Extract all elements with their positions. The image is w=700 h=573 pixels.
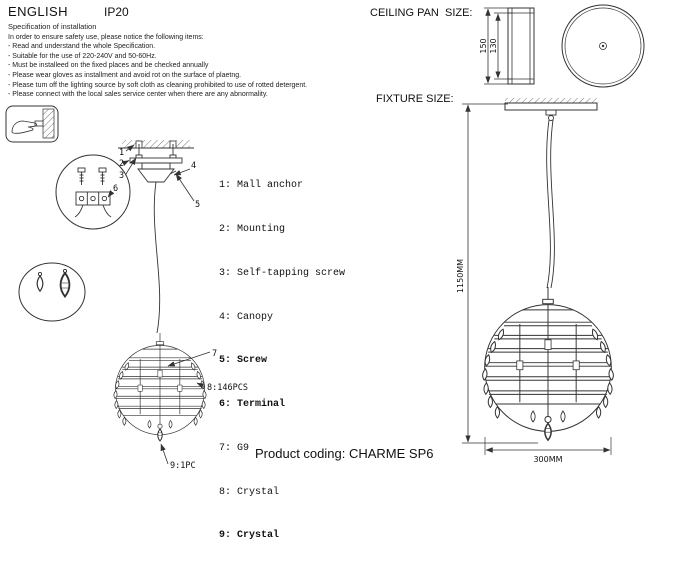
crystal-detail (18, 262, 86, 322)
callout-1: 1 (119, 148, 124, 158)
assembly-diagram: 1 2 3 4 5 6 7 8:146PCS 9:1PC (5, 105, 248, 471)
pan-side-view (507, 7, 535, 85)
ceiling-pan-drawing: 150 130 (479, 4, 645, 88)
callout-6: 6 (113, 184, 118, 194)
suspension-wire (546, 119, 551, 289)
crystal-qty-label: 8:146PCS (207, 383, 248, 393)
spec-block: Specification of installation In order t… (8, 22, 368, 100)
canopy (137, 162, 177, 183)
spec-item: - Please wear gloves as installment and … (8, 71, 242, 79)
callout-3: 3 (119, 171, 124, 181)
pan-top-view (561, 4, 645, 88)
parts-list-item: 4: Canopy (219, 311, 274, 323)
callout-4: 4 (191, 161, 196, 171)
bottom-crystal-qty-label: 9:1PC (170, 461, 196, 471)
parts-list-item: 9: Crystal (219, 530, 280, 542)
pendant-lamp-drawing (114, 333, 207, 441)
spec-item: - Suitable for the use of 220-240V and 5… (8, 52, 157, 60)
parts-list: 1: Mall anchor 2: Mounting 3: Self-tappi… (219, 150, 345, 573)
parts-list-item: 1: Mall anchor (219, 180, 304, 192)
ceiling-section (118, 140, 194, 149)
parts-list-item: 8: Crystal (219, 486, 280, 498)
ip-rating-label: IP20 (104, 5, 129, 19)
spec-item: - Must be installeed on the fixed places… (8, 62, 209, 70)
hand-install-icon (5, 105, 59, 143)
terminal-detail-circle (55, 154, 131, 230)
spec-item: - Please connect with the local sales se… (8, 91, 268, 99)
pendant-lamp-drawing (482, 287, 614, 440)
parts-list-item: 5: Screw (219, 355, 268, 367)
callout-leaders (107, 144, 211, 465)
ceiling-pan-size-label: CEILING PAN SIZE: (370, 7, 473, 19)
parts-list-item: 2: Mounting (219, 223, 286, 235)
fixture-size-drawing: 1150MM 300MM (456, 98, 665, 464)
spec-title: Specification of installation (8, 22, 97, 31)
suspension-wire (153, 181, 161, 334)
callout-2: 2 (119, 159, 124, 169)
spec-item: - Please tum off the lighting source by … (8, 81, 308, 89)
spec-item: - Read and understand the whole Specific… (8, 43, 156, 51)
pan-height-label: 150 (479, 38, 488, 53)
parts-list-item: 7: G9 (219, 442, 250, 454)
instruction-sheet: 150 130 (5, 4, 665, 542)
pan-inner-label: 130 (489, 38, 498, 53)
parts-list-item: 6: Terminal (219, 399, 286, 411)
fixture-height-label: 1150MM (456, 259, 465, 293)
fixture-size-label: FIXTURE SIZE: (376, 93, 454, 105)
language-label: ENGLISH (8, 4, 68, 19)
callout-5: 5 (195, 200, 200, 210)
callout-7: 7 (212, 349, 217, 359)
product-coding: Product coding: CHARME SP6 (255, 446, 434, 461)
ceiling-plate (504, 102, 598, 111)
parts-list-item: 3: Self-tapping screw (219, 267, 346, 279)
spec-intro: In order to ensure safety use, please no… (8, 33, 204, 41)
fixture-width-label: 300MM (533, 455, 562, 464)
callout-labels: 1 2 3 4 5 6 7 8:146PCS 9:1PC (113, 148, 248, 471)
